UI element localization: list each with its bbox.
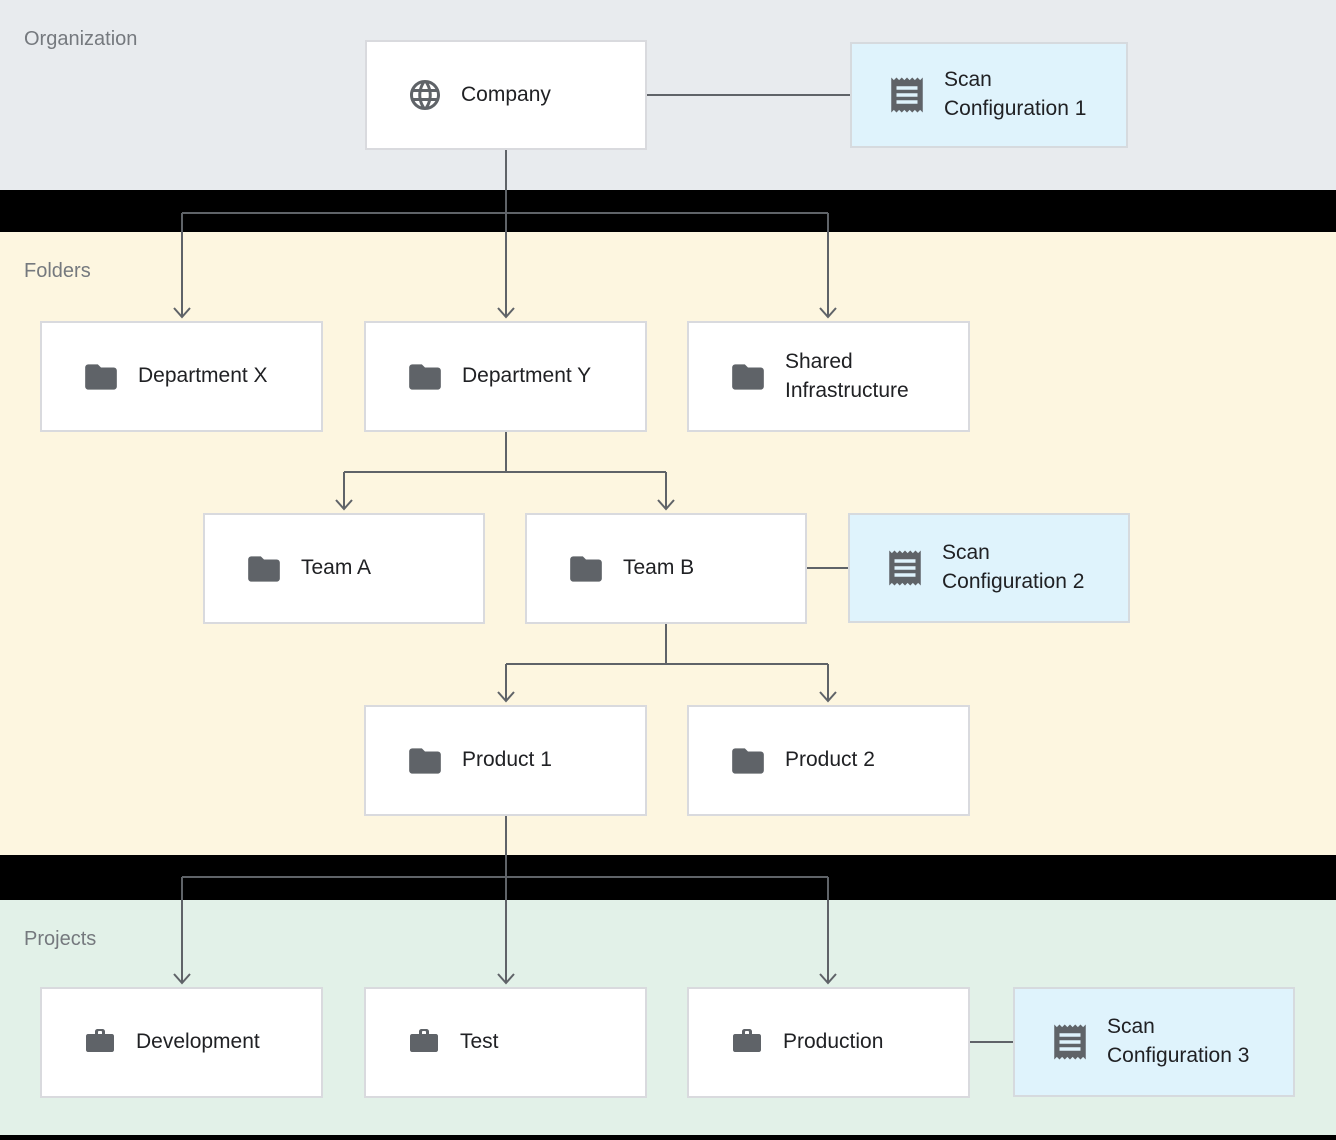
briefcase-icon — [729, 1025, 765, 1061]
briefcase-icon — [406, 1025, 442, 1061]
folder-icon — [245, 550, 283, 588]
node-label: Shared Infrastructure — [785, 349, 909, 402]
folders-section-label: Folders — [24, 260, 91, 282]
node-label: Development — [136, 1030, 260, 1054]
node-production: Production — [687, 987, 970, 1098]
node-label: Company — [461, 82, 551, 106]
node-department-x: Department X — [40, 321, 323, 432]
globe-icon — [407, 77, 443, 113]
node-label: Product 1 — [462, 748, 552, 772]
node-label: Product 2 — [785, 748, 875, 772]
node-label: Scan Configuration 2 — [942, 541, 1085, 593]
receipt-icon — [886, 74, 928, 116]
receipt-icon — [1049, 1021, 1091, 1063]
folder-icon — [729, 358, 767, 396]
folder-icon — [406, 358, 444, 396]
folder-icon — [567, 550, 605, 588]
node-label: Scan Configuration 1 — [944, 68, 1087, 120]
node-label: Team A — [301, 556, 372, 580]
node-shared-infrastructure: Shared Infrastructure — [687, 321, 970, 432]
node-label: Team B — [623, 556, 695, 580]
briefcase-icon — [82, 1025, 118, 1061]
folder-icon — [729, 742, 767, 780]
node-company: Company — [365, 40, 647, 150]
node-test: Test — [364, 987, 647, 1098]
node-development: Development — [40, 987, 323, 1098]
folder-icon — [82, 358, 120, 396]
node-scan-configuration-3: Scan Configuration 3 — [1013, 987, 1295, 1097]
node-department-y: Department Y — [364, 321, 647, 432]
arrowheads — [173, 307, 837, 985]
receipt-icon — [884, 547, 926, 589]
node-label: Test — [460, 1030, 499, 1054]
folder-icon — [406, 742, 444, 780]
node-product-1: Product 1 — [364, 705, 647, 816]
node-label: Department X — [138, 364, 268, 388]
node-label: Scan Configuration 3 — [1107, 1015, 1250, 1067]
node-scan-configuration-1: Scan Configuration 1 — [850, 42, 1128, 148]
projects-section-label: Projects — [24, 928, 97, 950]
node-scan-configuration-2: Scan Configuration 2 — [848, 513, 1130, 623]
node-label: Department Y — [462, 364, 592, 388]
node-team-a: Team A — [203, 513, 485, 624]
node-team-b: Team B — [525, 513, 807, 624]
node-label: Production — [783, 1030, 884, 1054]
organization-section-label: Organization — [24, 28, 138, 50]
node-product-2: Product 2 — [687, 705, 970, 816]
